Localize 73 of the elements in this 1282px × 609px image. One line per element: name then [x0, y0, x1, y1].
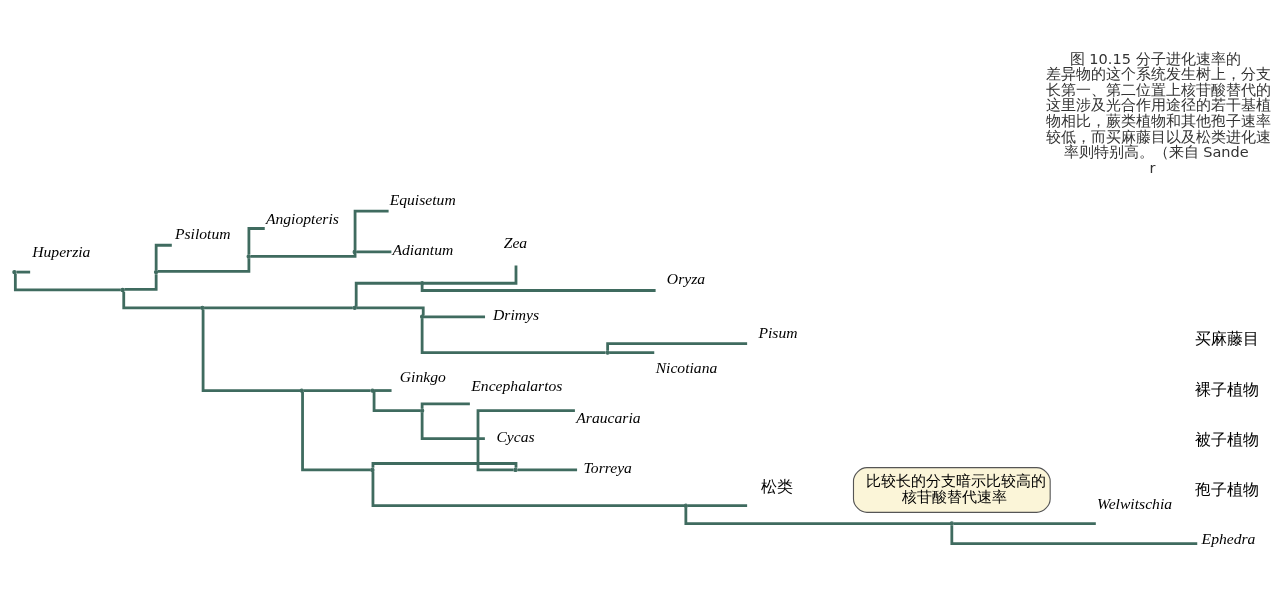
node-point [153, 269, 159, 275]
connector [420, 284, 656, 292]
node-text: Pisum [758, 323, 798, 341]
connector [13, 273, 121, 292]
label: 买麻藤目 [1195, 329, 1260, 349]
node-point [120, 287, 125, 293]
connector [684, 507, 951, 525]
connector [204, 306, 353, 310]
connector [420, 402, 470, 409]
connector [356, 306, 425, 316]
label: 被子植物 [1195, 429, 1260, 449]
connector [476, 409, 575, 472]
node-text: Torreya [583, 458, 632, 476]
node-point [370, 388, 375, 393]
connector [201, 309, 300, 392]
node-point [605, 350, 610, 355]
node-text: Adiantum [392, 240, 454, 258]
node-text: Zea [503, 234, 528, 252]
label: 裸子植物 [1195, 379, 1260, 399]
node-text: Drimys [493, 305, 540, 323]
connector [423, 265, 518, 285]
connector [250, 253, 357, 258]
node-text: Encephalartos [471, 377, 563, 395]
connector [423, 315, 486, 319]
node-point [246, 254, 251, 259]
connector [247, 227, 265, 255]
node-text: 松类 [761, 476, 794, 496]
node-point [352, 305, 357, 310]
node-text: Araucaria [576, 408, 641, 426]
node-text: Welwitschia [1097, 494, 1173, 512]
node-point [419, 314, 425, 319]
connector [301, 391, 371, 472]
node-text: Nicotiana [655, 359, 718, 377]
node-text: Oryza [666, 270, 706, 288]
node-text: Ginkgo [399, 368, 446, 386]
node-point [683, 503, 689, 508]
node-point [949, 521, 954, 526]
connector [420, 412, 485, 440]
node-point [352, 249, 357, 255]
node-point [419, 408, 425, 413]
connector [354, 281, 421, 307]
connector [609, 351, 655, 354]
connector [371, 462, 518, 468]
connector [154, 243, 172, 271]
connector [303, 389, 371, 392]
node-point [419, 281, 425, 286]
connector [606, 342, 748, 351]
connector [356, 250, 392, 254]
node-text: Ephedra [1201, 530, 1256, 548]
connector [374, 389, 392, 392]
node-box: 比较长的分支暗示比较高的核苷酸替代速率 [852, 467, 1051, 513]
node-point [370, 467, 375, 473]
connector [420, 318, 606, 354]
connector [157, 258, 251, 273]
connector [687, 504, 748, 508]
node-text: Angiopteris [265, 209, 339, 227]
connector [953, 522, 1096, 525]
node-text: Cycas [496, 427, 535, 445]
connector [124, 274, 158, 291]
connector [517, 468, 578, 472]
node-text: Equisetum [389, 190, 456, 208]
connector [950, 525, 1198, 546]
label: 孢子植物 [1195, 480, 1260, 500]
node-text: Huperzia [32, 243, 91, 261]
connector [353, 209, 389, 251]
node-point [299, 388, 304, 393]
node-point [513, 467, 518, 473]
connector [122, 291, 201, 310]
node-point [200, 305, 205, 310]
caption: 图 10.15 分子进化速率的差异物的这个系统发生树上，分支长第一、第二位置上核苷酸替代的这里涉及光合作用途径的若干基植物相比，蕨类植物和其他孢子速率较低，而买麻藤目以及松类进化速率则特别高。（来自 Sander [1045, 50, 1271, 177]
node-point [12, 269, 17, 275]
connector [371, 471, 685, 508]
node-text: Psilotum [174, 225, 231, 243]
